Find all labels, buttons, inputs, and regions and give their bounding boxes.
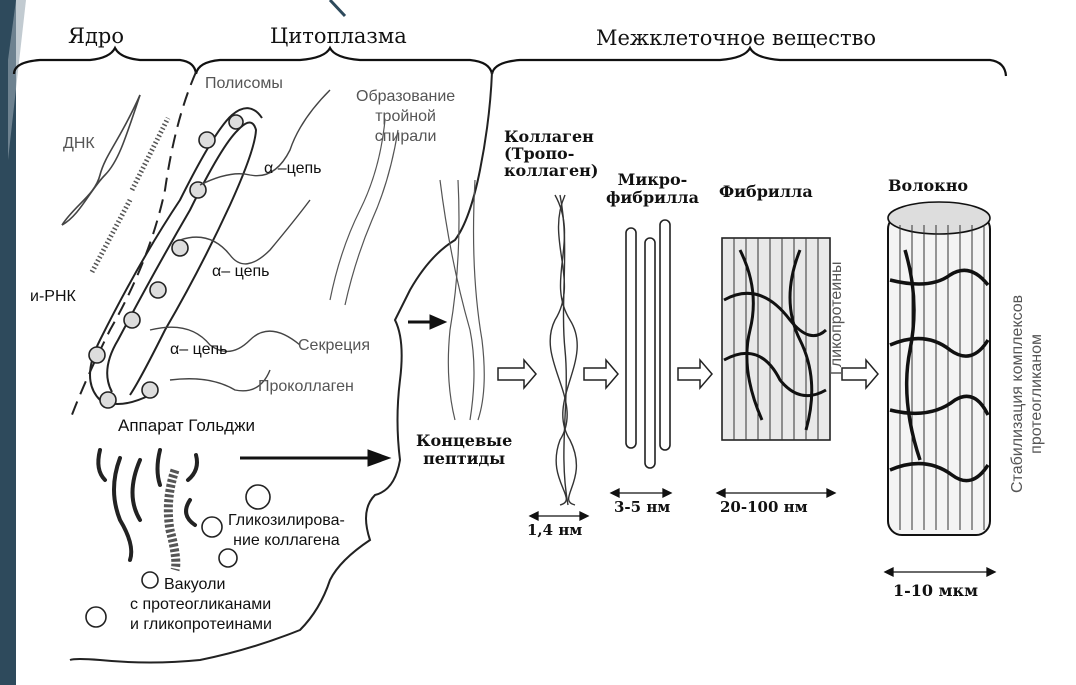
label-procollagen: Проколлаген xyxy=(258,379,354,395)
label-triple-helix: Образование тройной спирали xyxy=(356,87,455,147)
label-end-peptides-line2: пептиды xyxy=(416,450,512,468)
microfibril-rods xyxy=(626,220,670,468)
label-fibril: Фибрилла xyxy=(719,184,813,200)
label-microfibril: Микро- фибрилла xyxy=(606,171,699,207)
brace-intercellular xyxy=(492,48,1006,76)
label-fiber: Волокно xyxy=(888,178,968,194)
label-vacuoles-line1: Вакуоли xyxy=(112,575,272,595)
triple-helix-strands xyxy=(330,120,484,420)
label-collagen-line2: (Тропо- xyxy=(504,145,598,162)
fibril-bundle xyxy=(722,238,830,440)
label-triple-helix-line2: тройной xyxy=(356,107,455,127)
slide-accent-line xyxy=(330,0,345,16)
label-dna: ДНК xyxy=(63,136,95,152)
label-alpha-chain-2: α– цепь xyxy=(212,264,269,280)
fiber-bundle xyxy=(888,202,990,535)
ribosomes xyxy=(89,115,243,408)
label-golgi: Аппарат Гольджи xyxy=(118,417,255,434)
label-triple-helix-line1: Образование xyxy=(356,87,455,107)
label-stabilization-line1: Стабилизация комплексов xyxy=(1008,295,1027,493)
label-collagen-line3: коллаген) xyxy=(504,162,598,179)
mrna-strands xyxy=(92,118,168,272)
label-secretion: Секреция xyxy=(298,338,370,354)
section-nucleus-title: Ядро xyxy=(68,26,124,47)
golgi-cisterna xyxy=(168,470,175,570)
label-end-peptides: Концевые пептиды xyxy=(416,432,512,468)
section-cytoplasm-title: Цитоплазма xyxy=(270,26,407,47)
label-glycoproteins: Гликопротеины xyxy=(829,261,845,375)
label-mrna: и-РНК xyxy=(30,289,76,305)
label-collagen-line1: Коллаген xyxy=(504,128,598,145)
dna-helix xyxy=(62,95,140,225)
label-stabilization-line2: протеогликаном xyxy=(1027,295,1046,493)
scale-tropocollagen: 1,4 нм xyxy=(527,523,582,538)
label-end-peptides-line1: Концевые xyxy=(416,432,512,450)
label-alpha-chain-3: α– цепь xyxy=(170,342,227,358)
label-glycosylation-line1: Гликозилирова- xyxy=(228,511,345,531)
brace-cytoplasm xyxy=(196,48,492,74)
scale-fiber: 1-10 мкм xyxy=(893,583,978,599)
label-microfibril-line2: фибрилла xyxy=(606,189,699,207)
section-braces xyxy=(14,48,1006,76)
label-microfibril-line1: Микро- xyxy=(606,171,699,189)
label-polysomes: Полисомы xyxy=(205,76,283,92)
scale-microfibril: 3-5 нм xyxy=(614,500,670,515)
tropocollagen-helix xyxy=(550,195,577,505)
label-vacuoles: Вакуоли с протеогликанами и гликопротеин… xyxy=(112,575,272,635)
label-stabilization: Стабилизация комплексов протеогликаном xyxy=(1008,295,1046,493)
endoplasmic-reticulum xyxy=(90,108,262,404)
brace-nucleus xyxy=(14,48,196,74)
section-intercellular-title: Межклеточное вещество xyxy=(596,28,876,49)
label-triple-helix-line3: спирали xyxy=(356,127,455,147)
label-vacuoles-line3: и гликопротеинами xyxy=(112,615,272,635)
label-collagen: Коллаген (Тропо- коллаген) xyxy=(504,128,598,179)
label-glycosylation: Гликозилирова- ние коллагена xyxy=(228,511,345,551)
label-glycosylation-line2: ние коллагена xyxy=(228,531,345,551)
scale-fibril: 20-100 нм xyxy=(720,500,808,515)
label-alpha-chain-1: α –цепь xyxy=(264,161,321,177)
label-vacuoles-line2: с протеогликанами xyxy=(112,595,272,615)
golgi-apparatus xyxy=(98,450,197,560)
